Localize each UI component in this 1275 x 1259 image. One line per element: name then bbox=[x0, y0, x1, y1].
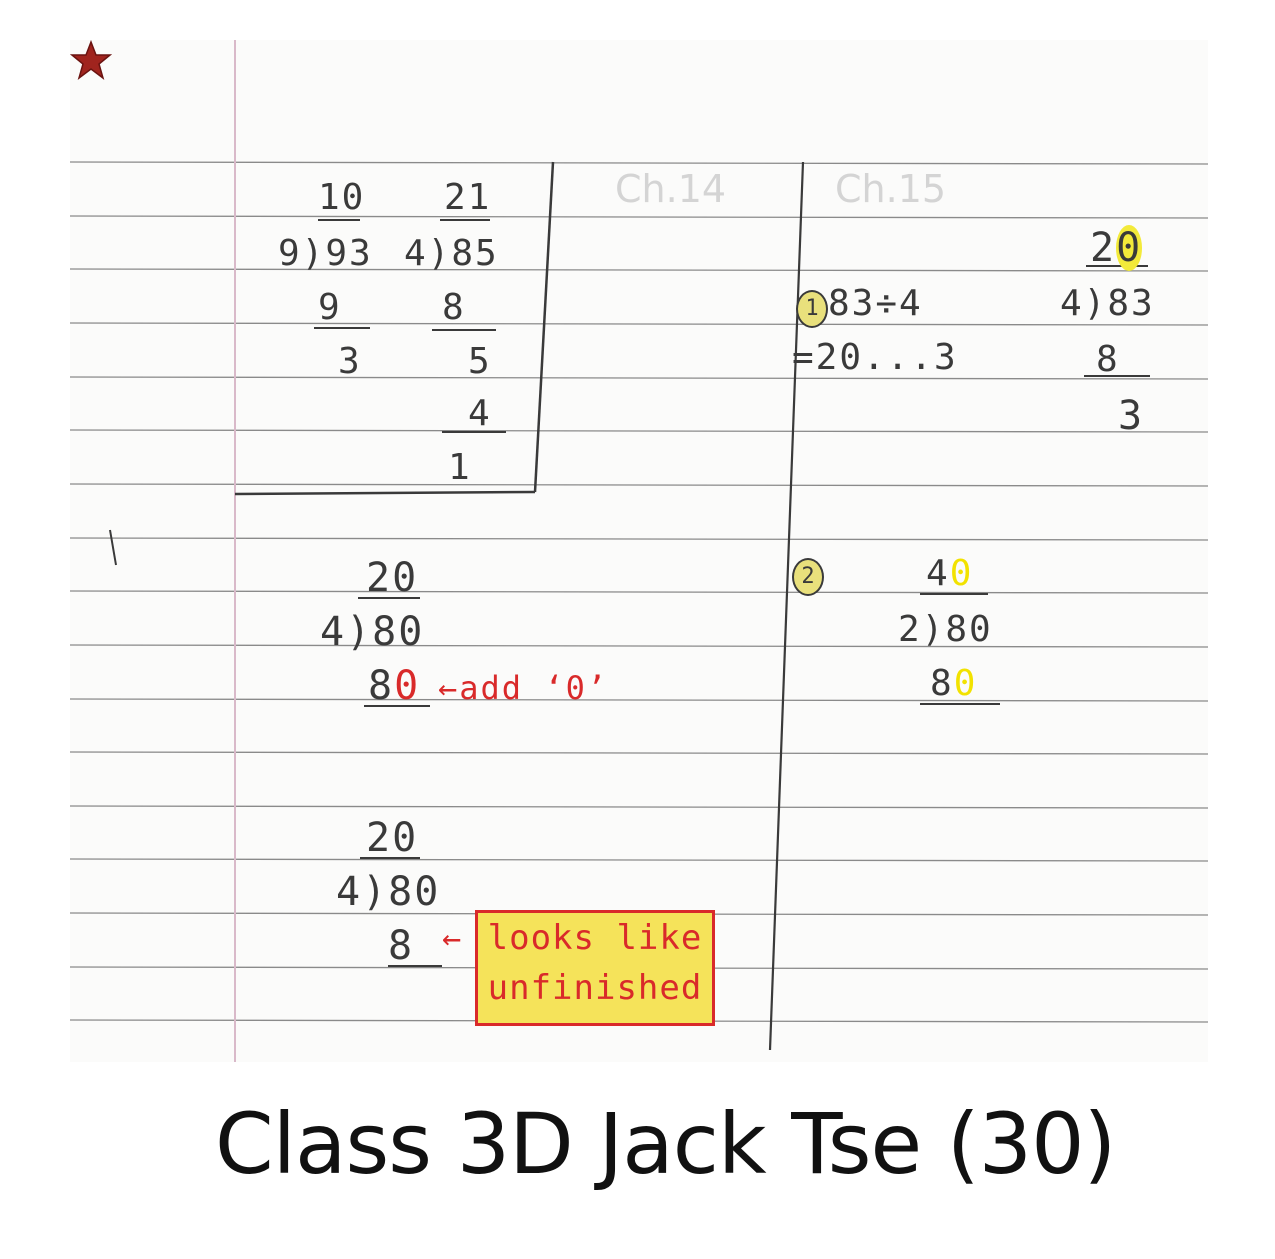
rule-line bbox=[70, 376, 1208, 380]
quotient-c: 20 bbox=[366, 555, 419, 601]
division-c: 4)80 bbox=[320, 609, 425, 655]
faint-header-ch14: Ch.14 bbox=[615, 167, 727, 211]
quotient-b: 21 bbox=[444, 177, 492, 218]
division-a: 9)93 bbox=[278, 233, 373, 274]
item2-quotient-digit: 4 bbox=[926, 553, 950, 594]
rule-line bbox=[70, 858, 1208, 862]
subtract-c: 80 bbox=[368, 666, 420, 706]
item2-quotient-zero: 0 bbox=[949, 553, 974, 594]
caption: Class 3D Jack Tse (30) bbox=[215, 1095, 1116, 1193]
arrow-left-icon: ← bbox=[442, 919, 464, 957]
add-zero-note-text: add ‘0’ bbox=[459, 669, 609, 707]
rule-line bbox=[70, 590, 1208, 594]
subtract-c-digit: 8 bbox=[368, 663, 395, 709]
arrow-left-icon: ← bbox=[438, 669, 460, 707]
subtract-b1: 8 bbox=[442, 287, 466, 328]
rule-line bbox=[70, 805, 1208, 809]
item1-subtract: 8 bbox=[1096, 339, 1120, 380]
remainder-b: 1 bbox=[448, 447, 472, 488]
rule-line bbox=[70, 698, 1208, 702]
bring-down-b: 5 bbox=[468, 341, 492, 382]
item2-subtract-digit: 8 bbox=[930, 663, 954, 704]
rule-line bbox=[70, 215, 1208, 219]
quotient-d: 20 bbox=[366, 815, 419, 861]
item1-number: 1 bbox=[796, 290, 828, 328]
rule-line bbox=[70, 751, 1208, 755]
box-bottom-line bbox=[234, 490, 536, 496]
faint-header-ch15: Ch.15 bbox=[835, 167, 947, 211]
division-d: 4)80 bbox=[336, 869, 441, 915]
subtract-a: 9 bbox=[318, 287, 342, 328]
item2-subtract-zero: 0 bbox=[953, 663, 978, 704]
subtract-b2: 4 bbox=[468, 393, 492, 434]
rule-line bbox=[70, 483, 1208, 487]
item2-number: 2 bbox=[792, 558, 824, 596]
division-b: 4)85 bbox=[404, 233, 499, 274]
subtract-d: 8 bbox=[388, 923, 415, 969]
item1-expression-text: 83÷4 bbox=[828, 283, 923, 324]
item1-remainder: 3 bbox=[1118, 393, 1145, 439]
box-right-line bbox=[533, 161, 555, 493]
margin-tick bbox=[109, 529, 117, 566]
added-zero: 0 bbox=[394, 663, 421, 709]
rule-line bbox=[70, 429, 1208, 433]
item2-number-wrap: 2 bbox=[792, 554, 824, 596]
remainder-a: 3 bbox=[338, 341, 362, 382]
item1-quotient: 20 bbox=[1090, 225, 1143, 271]
rule-line bbox=[70, 268, 1208, 272]
unfinished-note-line2: unfinished bbox=[487, 968, 703, 1008]
item1-division: 4)83 bbox=[1060, 283, 1155, 324]
quotient-a: 10 bbox=[318, 177, 366, 218]
item2-subtract: 80 bbox=[930, 666, 977, 702]
rule-line bbox=[70, 322, 1208, 326]
rule-line bbox=[70, 537, 1208, 541]
item1-result: =20...3 bbox=[792, 337, 958, 378]
item1-quotient-digit: 2 bbox=[1090, 225, 1117, 271]
rule-line bbox=[70, 161, 1208, 165]
unfinished-note: looks like unfinished bbox=[475, 910, 715, 1026]
item2-division: 2)80 bbox=[898, 609, 993, 650]
star-icon bbox=[70, 40, 112, 80]
item1-quotient-zero: 0 bbox=[1116, 225, 1143, 271]
add-zero-note: ←add ‘0’ bbox=[438, 672, 608, 704]
notebook-page: Ch.14 Ch.15 10 9)93 9 3 21 4)85 8 5 4 1 … bbox=[70, 40, 1208, 1062]
rule-line bbox=[70, 644, 1208, 648]
ruled-lines bbox=[70, 40, 1208, 1062]
unfinished-note-line1: looks like bbox=[487, 918, 703, 958]
item2-quotient: 40 bbox=[926, 556, 973, 592]
